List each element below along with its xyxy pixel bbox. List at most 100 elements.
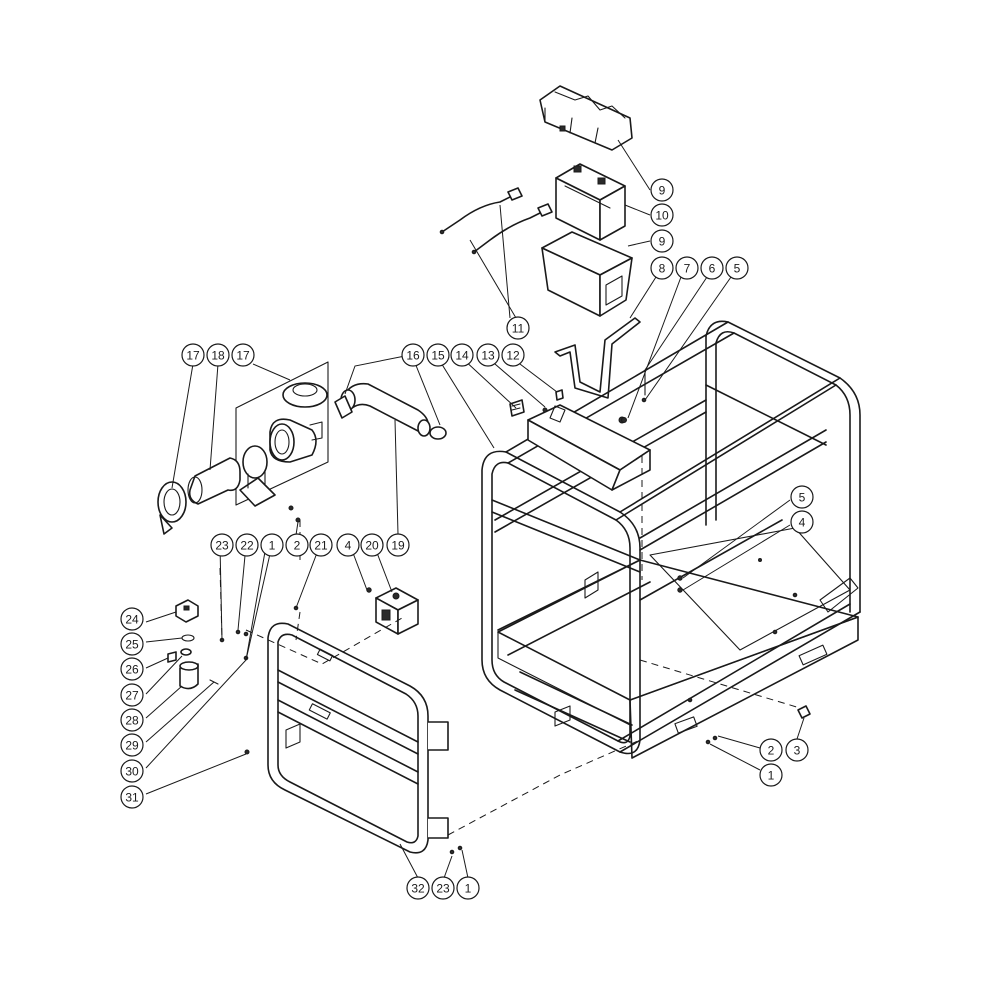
callout-c4b: 4: [336, 533, 360, 557]
air-cleaner-intake-inner: [274, 429, 290, 455]
callout-number: 17: [236, 349, 250, 363]
tray-tab: [549, 405, 566, 423]
battery-cover-edges: [544, 107, 599, 144]
switch-cap: [175, 599, 199, 623]
callout-bubble: [426, 343, 450, 367]
callout-bubble: [650, 229, 674, 253]
battery-cables: [439, 187, 553, 255]
callout-number: 3: [794, 744, 801, 758]
callout-number: 24: [125, 613, 139, 627]
callout-number: 32: [411, 882, 425, 896]
callout-number: 5: [799, 491, 806, 505]
battery-box-handle: [605, 275, 623, 306]
callout-c22: 22: [235, 533, 259, 557]
intake-hose: [344, 382, 430, 433]
battery-terminal-positive: [597, 177, 606, 185]
callout-number: 23: [215, 539, 229, 553]
callout-bubble: [120, 759, 144, 783]
side-frame-rail-2: [277, 699, 419, 785]
side-frame-outer: [267, 622, 429, 854]
battery-cable-1: [441, 195, 513, 233]
callout-c30: 30: [120, 759, 144, 783]
cable-2-lug: [537, 203, 553, 217]
tray-hardware: [509, 389, 626, 424]
callout-c12: 12: [501, 343, 525, 367]
callout-number: 14: [455, 349, 469, 363]
callout-number: 19: [391, 539, 405, 553]
callout-bubble: [650, 256, 674, 280]
cable-1-lug: [507, 187, 523, 201]
control-box: [375, 587, 419, 635]
air-cleaner-outlet: [309, 421, 323, 441]
mount-gusset: [819, 577, 859, 613]
callout-number: 7: [684, 262, 691, 276]
callout-number: 9: [659, 235, 666, 249]
callout-bubble: [725, 256, 749, 280]
callout-bubble: [700, 256, 724, 280]
callout-number: 1: [465, 882, 472, 896]
callout-bubble: [120, 683, 144, 707]
battery-label-line: [564, 185, 611, 209]
callout-number: 4: [345, 539, 352, 553]
callout-bubble: [785, 738, 809, 762]
callout-c4a: 4: [790, 510, 814, 534]
callout-number: 25: [125, 638, 139, 652]
hose-clamp-upper: [334, 395, 353, 419]
callout-bubble: [260, 533, 284, 557]
callout-number: 1: [768, 769, 775, 783]
side-frame-rail-1: [277, 669, 419, 755]
air-cleaner-intake: [269, 423, 295, 461]
air-cleaner-assembly: [157, 361, 329, 535]
callout-bubble: [386, 533, 410, 557]
callout-c5b: 5: [790, 485, 814, 509]
callout-bubble: [120, 708, 144, 732]
callout-number: 26: [125, 663, 139, 677]
callout-number: 6: [709, 262, 716, 276]
callout-number: 1: [269, 539, 276, 553]
battery: [555, 163, 626, 241]
dash-21: [295, 611, 301, 641]
hose-end-lower: [417, 419, 431, 437]
callout-number: 10: [655, 209, 669, 223]
relay: [555, 389, 564, 401]
air-cleaner-cover: [157, 481, 187, 523]
callout-bubble: [506, 316, 530, 340]
battery-box-side: [599, 257, 633, 317]
switch-cap-key: [183, 605, 190, 611]
callout-bubble: [235, 533, 259, 557]
callout-bubble: [309, 533, 333, 557]
callout-c23b: 23: [431, 876, 455, 900]
callout-bubble: [206, 343, 230, 367]
callout-c32: 32: [406, 876, 430, 900]
callout-number: 2: [294, 539, 301, 553]
callout-c9b: 9: [650, 229, 674, 253]
callout-c24: 24: [120, 607, 144, 631]
callout-bubble: [401, 343, 425, 367]
callout-c3: 3: [785, 738, 809, 762]
battery-cover: [539, 85, 633, 151]
frame-bracket-lower: [554, 705, 571, 727]
callout-c29: 29: [120, 733, 144, 757]
callout-c17b: 17: [231, 343, 255, 367]
air-filter-element-end: [187, 476, 203, 504]
side-inner-bracket: [285, 723, 301, 749]
callout-c19: 19: [386, 533, 410, 557]
callout-bubble: [790, 485, 814, 509]
callout-number: 13: [481, 349, 495, 363]
callout-bubble: [120, 632, 144, 656]
callout-c20: 20: [360, 533, 384, 557]
callout-c13: 13: [476, 343, 500, 367]
air-cleaner-mount-bracket: [239, 477, 276, 507]
switch-assembly: [167, 599, 219, 690]
main-frame: [481, 320, 861, 759]
dash-sideframe-to-frame: [447, 739, 641, 836]
battery-cable-2: [473, 211, 543, 253]
callout-c9a: 9: [650, 178, 674, 202]
callout-bubble: [231, 343, 255, 367]
battery-box: [541, 231, 633, 317]
dash-switch-to-box: [245, 617, 403, 665]
callout-c2a: 2: [285, 533, 309, 557]
battery-hold-down-bracket: [554, 317, 641, 399]
callout-number: 23: [436, 882, 450, 896]
